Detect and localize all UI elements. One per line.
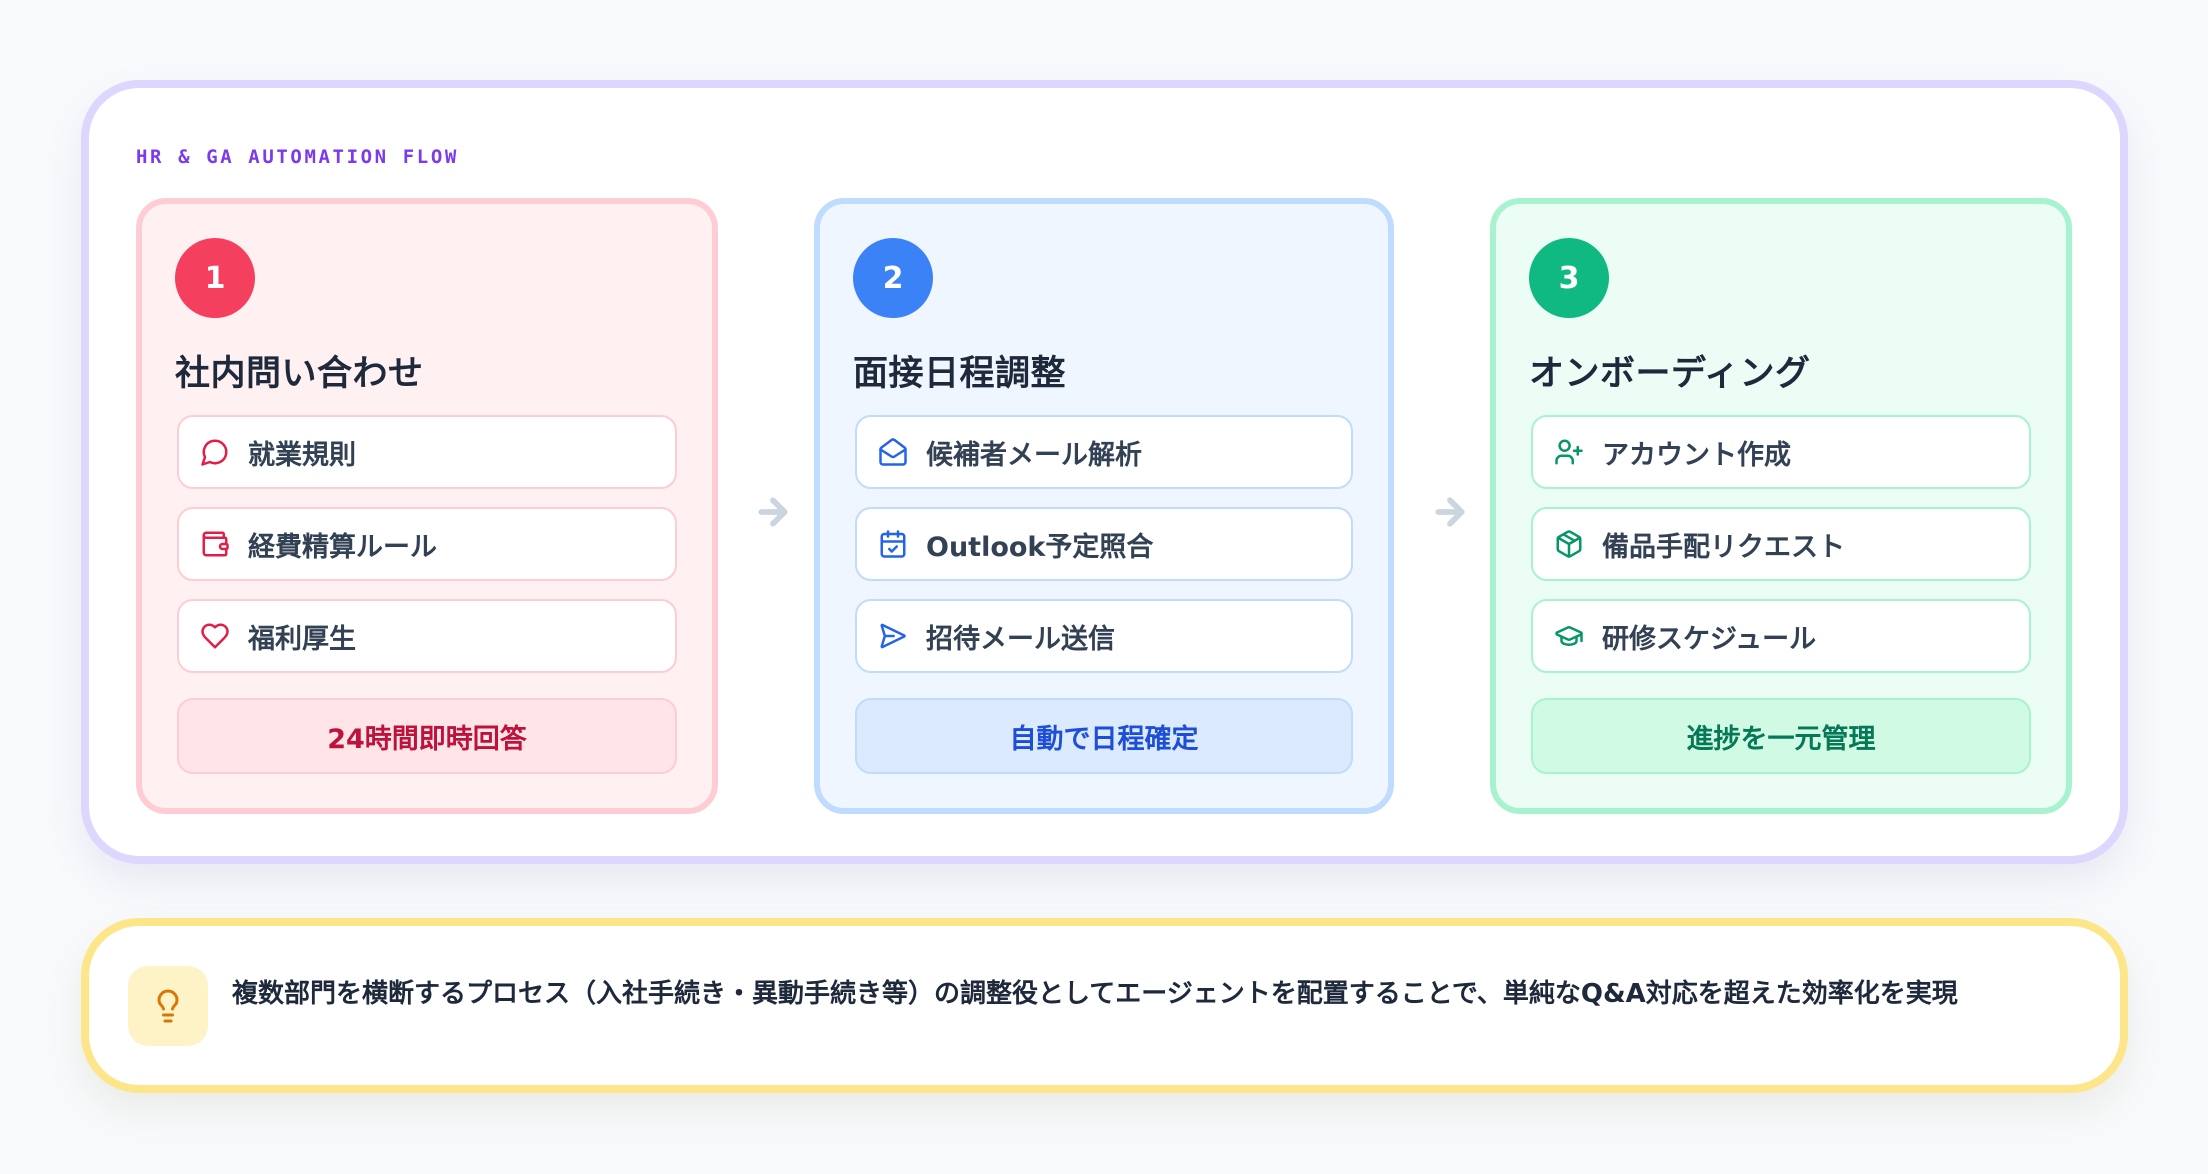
stage-item: 経費精算ルール	[177, 507, 677, 581]
stage-card-interview-scheduling: 2 面接日程調整 候補者メール解析 Outlook予定照合 招待メール送信	[814, 198, 1394, 814]
step-badge: 2	[853, 238, 933, 318]
stage-item-list: アカウント作成 備品手配リクエスト 研修スケジュール	[1531, 415, 2031, 673]
stage-item-label: 経費精算ルール	[248, 531, 437, 563]
arrow-right-icon	[753, 492, 793, 532]
calendar-check-icon	[877, 528, 909, 560]
stage-item-label: 備品手配リクエスト	[1602, 531, 1845, 563]
stage-item-label: アカウント作成	[1602, 439, 1791, 471]
step-badge: 3	[1529, 238, 1609, 318]
stage-item: 研修スケジュール	[1531, 599, 2031, 673]
user-plus-icon	[1553, 436, 1585, 468]
message-circle-icon	[199, 436, 231, 468]
stage-item-label: 招待メール送信	[926, 623, 1115, 655]
stage-item: 候補者メール解析	[855, 415, 1353, 489]
stage-item-label: Outlook予定照合	[926, 531, 1154, 563]
stage-title: オンボーディング	[1529, 354, 1811, 394]
stage-item-list: 就業規則 経費精算ルール 福利厚生	[177, 415, 677, 673]
stage-outcome: 24時間即時回答	[177, 698, 677, 774]
stage-item-label: 就業規則	[248, 439, 356, 471]
stage-item-list: 候補者メール解析 Outlook予定照合 招待メール送信	[855, 415, 1353, 673]
note-text: 複数部門を横断するプロセス（入社手続き・異動手続き等）の調整役としてエージェント…	[232, 979, 1958, 1009]
lightbulb-icon	[128, 966, 208, 1046]
flow-label: HR & GA AUTOMATION FLOW	[136, 146, 459, 168]
stage-outcome: 自動で日程確定	[855, 698, 1353, 774]
stage-item: アカウント作成	[1531, 415, 2031, 489]
stage-item: 福利厚生	[177, 599, 677, 673]
insight-note: 複数部門を横断するプロセス（入社手続き・異動手続き等）の調整役としてエージェント…	[81, 918, 2128, 1093]
automation-flow-panel: HR & GA AUTOMATION FLOW 1 社内問い合わせ 就業規則 経…	[81, 80, 2128, 864]
stage-item-label: 福利厚生	[248, 623, 356, 655]
stage-item: 備品手配リクエスト	[1531, 507, 2031, 581]
stage-item: 招待メール送信	[855, 599, 1353, 673]
step-badge: 1	[175, 238, 255, 318]
arrow-right-icon	[1430, 492, 1470, 532]
stage-title: 社内問い合わせ	[175, 354, 424, 394]
stage-item: 就業規則	[177, 415, 677, 489]
stage-card-onboarding: 3 オンボーディング アカウント作成 備品手配リクエスト 研修スケジュール	[1490, 198, 2072, 814]
wallet-icon	[199, 528, 231, 560]
package-icon	[1553, 528, 1585, 560]
stage-item-label: 候補者メール解析	[926, 439, 1142, 471]
stage-title: 面接日程調整	[853, 354, 1067, 394]
stage-item: Outlook予定照合	[855, 507, 1353, 581]
send-icon	[877, 620, 909, 652]
stage-outcome: 進捗を一元管理	[1531, 698, 2031, 774]
mail-open-icon	[877, 436, 909, 468]
heart-icon	[199, 620, 231, 652]
graduation-cap-icon	[1553, 620, 1585, 652]
stage-card-inquiries: 1 社内問い合わせ 就業規則 経費精算ルール 福利厚生 2	[136, 198, 718, 814]
stage-item-label: 研修スケジュール	[1602, 623, 1817, 655]
